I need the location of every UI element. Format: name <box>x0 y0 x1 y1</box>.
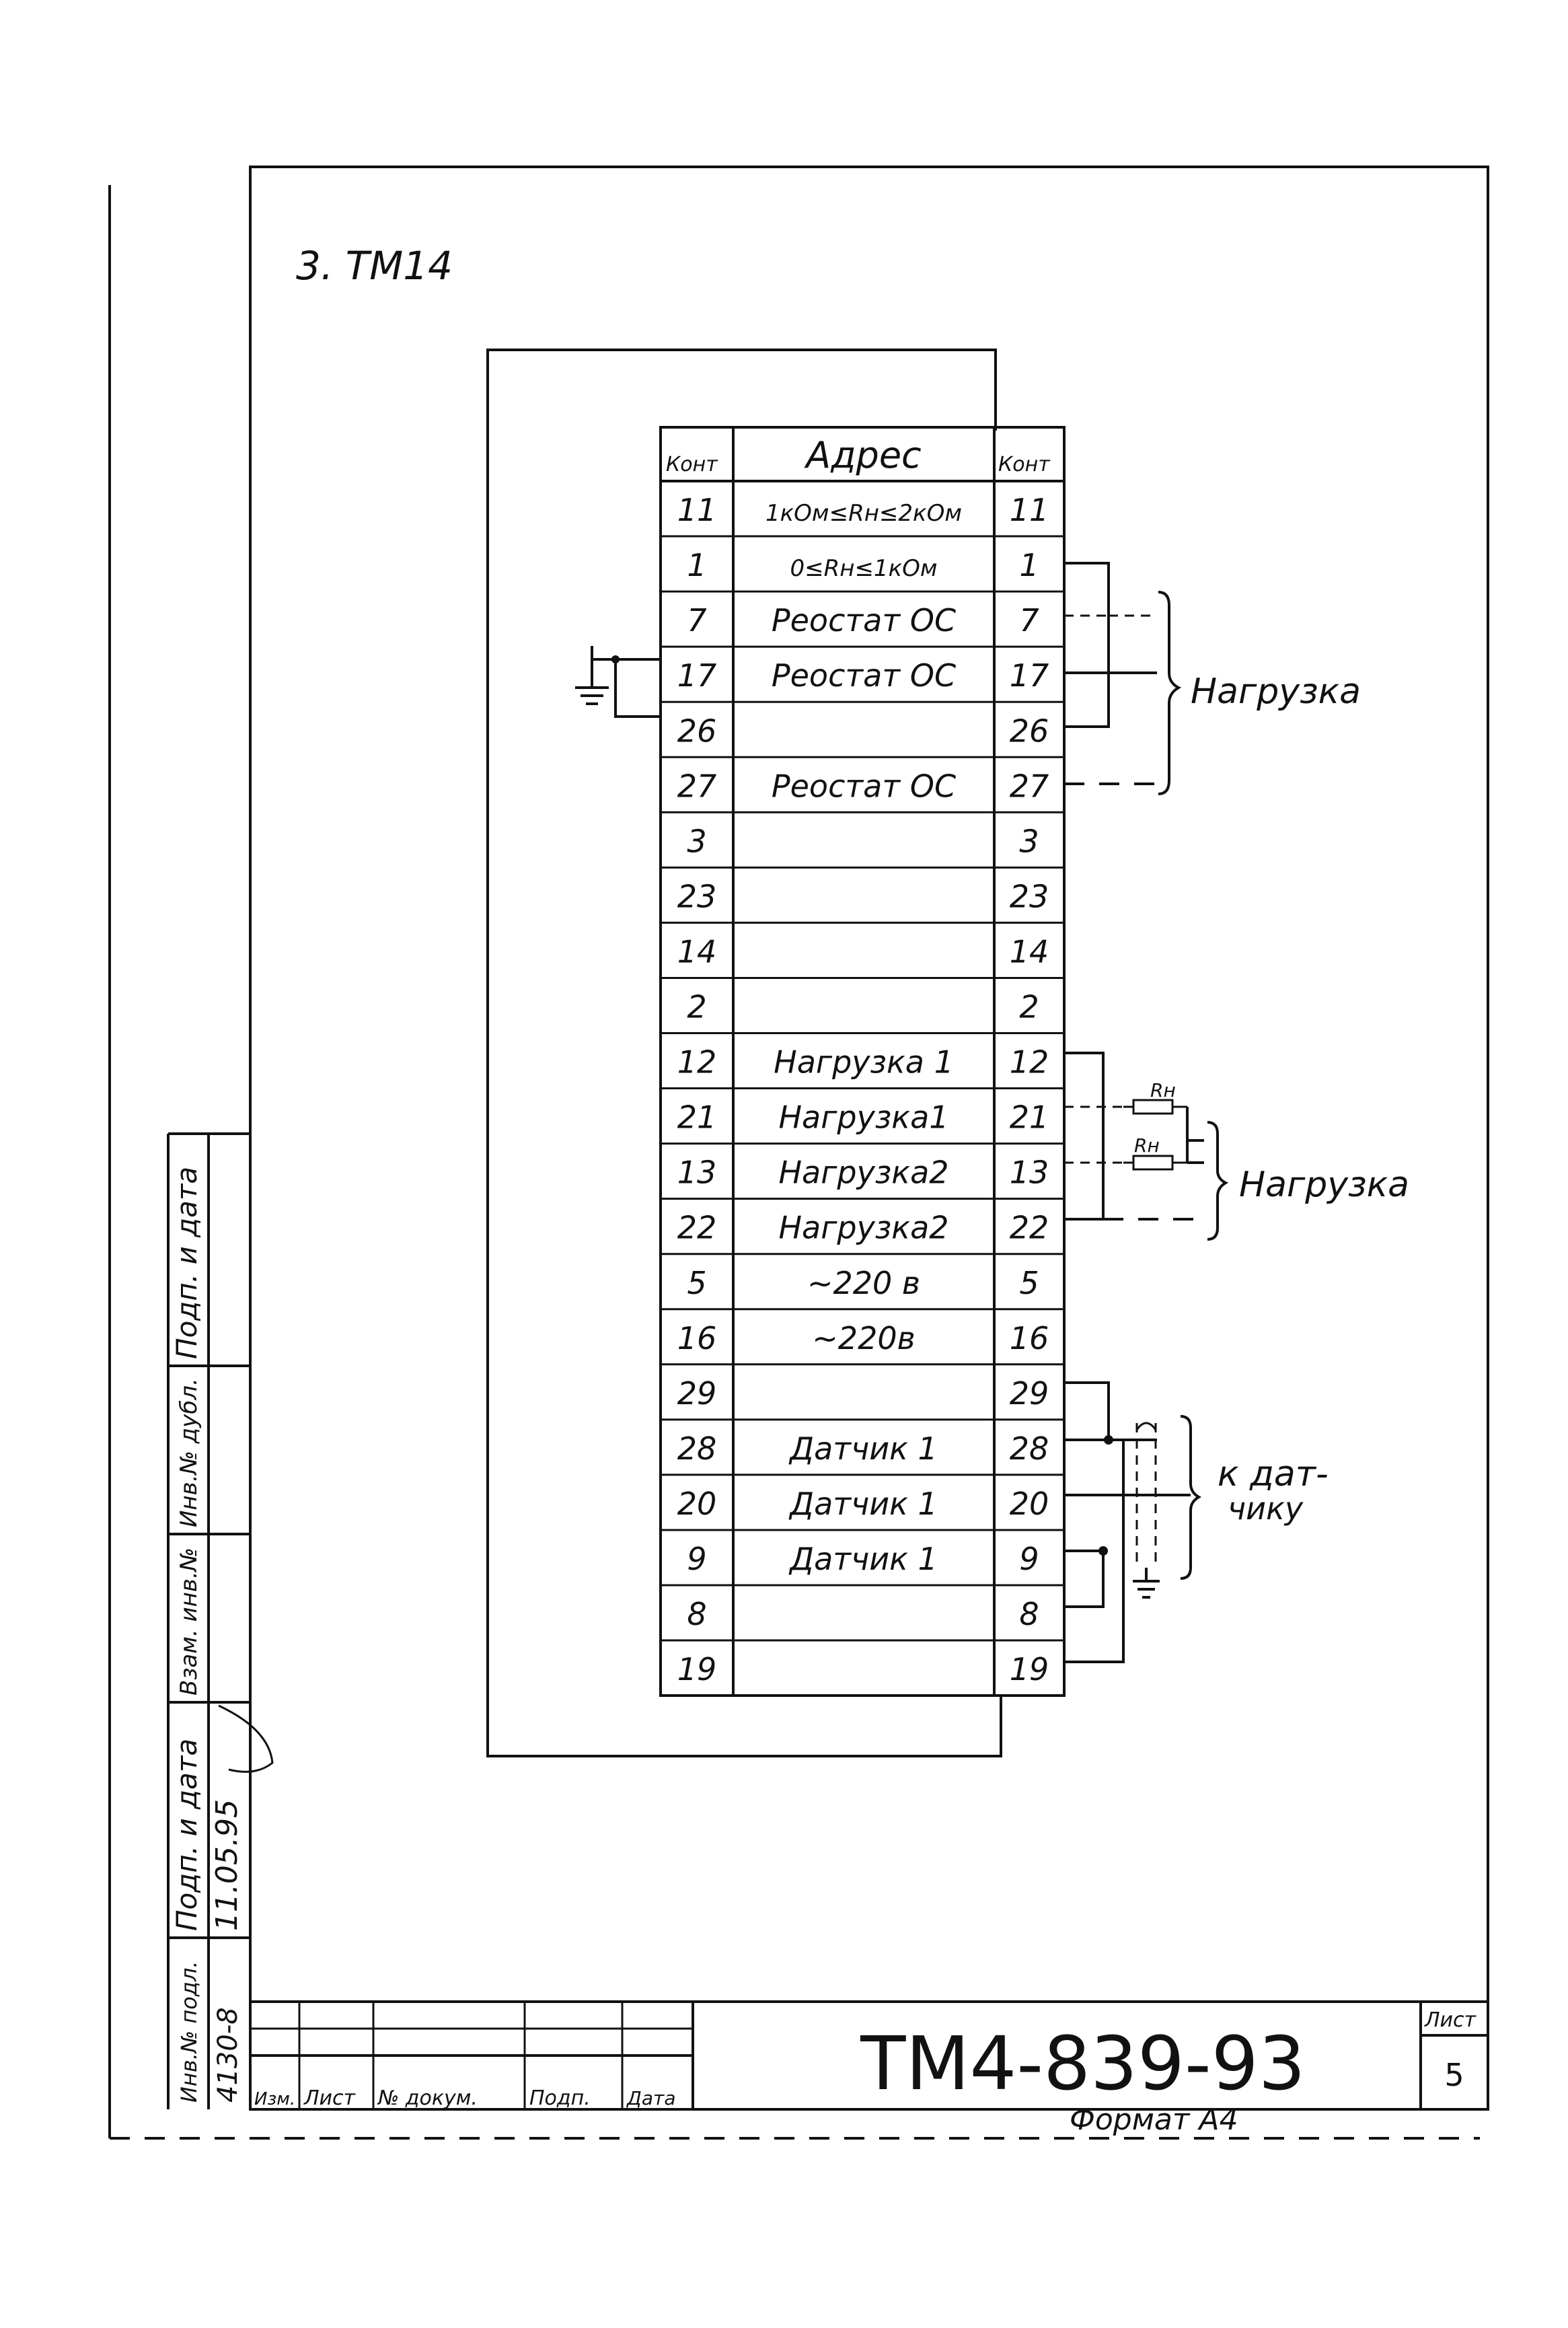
contact-right-cell: 28 <box>1010 1430 1049 1467</box>
contact-right-cell: 13 <box>1010 1155 1049 1191</box>
load-label-lower: Нагрузка <box>1239 1165 1409 1205</box>
contact-right-cell: 2 <box>1019 989 1039 1025</box>
contact-left-cell: 11 <box>677 492 717 528</box>
stamp-orig-inv: Инв.№ подл. <box>176 1961 202 2103</box>
contact-left-cell: 29 <box>677 1375 717 1412</box>
contact-left-cell: 9 <box>687 1541 706 1577</box>
contact-left-cell: 1 <box>687 547 706 583</box>
address-cell: Нагрузка 1 <box>774 1044 954 1081</box>
sensor-wiring <box>1064 1381 1201 1663</box>
rh-label-2: Rн <box>1134 1134 1160 1157</box>
contact-left-cell: 28 <box>677 1430 717 1467</box>
title-col-izm: Изм. <box>254 2089 295 2109</box>
stamp-repl-inv: Взам. инв.№ <box>176 1548 202 1696</box>
address-cell: ~220 в <box>807 1265 920 1301</box>
side-stamp: Подп. и дата Инв.№ дубл. Взам. инв.№ Под… <box>167 1132 274 2109</box>
contact-right-cell: 29 <box>1010 1375 1049 1412</box>
address-cell: Реостат ОС <box>772 657 956 694</box>
load-wiring-lower <box>1064 1052 1229 1241</box>
contact-right-cell: 21 <box>1010 1099 1049 1136</box>
contact-right-cell: 3 <box>1019 823 1039 859</box>
header-contact-left: Конт <box>666 453 718 476</box>
contact-left-cell: 20 <box>677 1486 717 1522</box>
title-col-doc: № докум. <box>377 2086 478 2110</box>
contact-right-cell: 17 <box>1010 657 1049 694</box>
document-code: ТМ4-839-93 <box>860 2021 1305 2107</box>
contact-left-cell: 27 <box>677 768 717 804</box>
stamp-dup-inv: Инв.№ дубл. <box>176 1378 202 1527</box>
section-title: 3. ТМ14 <box>296 243 453 289</box>
contact-right-cell: 11 <box>1010 492 1049 528</box>
address-cell: Датчик 1 <box>788 1430 938 1467</box>
device-outline <box>486 349 1002 1757</box>
table-border <box>659 426 1066 1697</box>
contact-left-cell: 22 <box>677 1210 717 1246</box>
ground-left <box>575 646 661 718</box>
sensor-label-line2: чику <box>1228 1490 1304 1527</box>
contact-left-cell: 21 <box>677 1099 717 1136</box>
address-cell: Реостат ОС <box>772 768 956 804</box>
load-wiring-upper <box>1064 562 1182 795</box>
contact-right-cell: 27 <box>1010 768 1049 804</box>
contact-left-cell: 13 <box>677 1155 717 1191</box>
contact-left-cell: 19 <box>677 1651 717 1687</box>
title-col-list: Лист <box>303 2086 357 2110</box>
sheet-number: 5 <box>1444 2057 1464 2093</box>
contact-right-cell: 14 <box>1010 933 1049 970</box>
contact-right-cell: 16 <box>1010 1320 1049 1356</box>
header-address: Адрес <box>804 434 921 476</box>
address-cell: Нагрузка2 <box>778 1155 948 1191</box>
address-cell: ~220в <box>812 1320 915 1356</box>
load-label-upper: Нагрузка <box>1191 671 1361 712</box>
contact-left-cell: 14 <box>677 933 717 970</box>
header-contact-right: Конт <box>998 453 1051 476</box>
contact-right-cell: 12 <box>1010 1044 1049 1081</box>
resistor-2 <box>1132 1155 1174 1171</box>
contact-right-cell: 23 <box>1010 878 1049 914</box>
address-cell: Нагрузка1 <box>778 1099 948 1136</box>
contact-left-cell: 3 <box>687 823 706 859</box>
stamp-handwritten-inv: 4130-8 <box>213 2007 244 2103</box>
contact-left-cell: 17 <box>677 657 717 694</box>
contact-left-cell: 16 <box>677 1320 717 1356</box>
rh-label-1: Rн <box>1150 1079 1176 1101</box>
address-cell: Датчик 1 <box>788 1541 938 1577</box>
address-cell: Датчик 1 <box>788 1486 938 1522</box>
contact-left-cell: 2 <box>687 989 706 1025</box>
address-cell: Реостат ОС <box>772 602 956 639</box>
sheet-label: Лист <box>1424 2008 1477 2032</box>
drawing-frame <box>249 166 1489 2111</box>
sensor-label-line1: к дат- <box>1218 1454 1329 1494</box>
contact-right-cell: 7 <box>1019 602 1039 639</box>
address-cell: 0≤Rн≤1кОм <box>790 555 937 582</box>
contact-right-cell: 26 <box>1010 713 1049 749</box>
contact-right-cell: 20 <box>1010 1486 1049 1522</box>
stamp-handwritten-date: 11.05.95 <box>210 1799 244 1931</box>
format-note: Формат А4 <box>1070 2103 1238 2137</box>
title-block: Изм. Лист № докум. Подп. Дата ТМ4-839-93… <box>250 2000 1488 2110</box>
contact-right-cell: 5 <box>1019 1265 1039 1301</box>
contact-right-cell: 22 <box>1010 1210 1049 1246</box>
contact-right-cell: 1 <box>1019 547 1039 583</box>
stamp-sign-date-1: Подп. и дата <box>170 1167 203 1359</box>
address-cell: 1кОм≤Rн≤2кОм <box>766 500 962 527</box>
resistor-1 <box>1132 1099 1174 1115</box>
stamp-sign-date-2: Подп. и дата <box>170 1739 203 1931</box>
contact-right-cell: 19 <box>1010 1651 1049 1687</box>
contact-left-cell: 8 <box>687 1596 706 1632</box>
title-col-data: Дата <box>626 2087 676 2109</box>
title-col-podp: Подп. <box>529 2086 591 2110</box>
contact-left-cell: 5 <box>687 1265 706 1301</box>
contact-left-cell: 26 <box>677 713 717 749</box>
contact-left-cell: 12 <box>677 1044 717 1081</box>
contact-right-cell: 9 <box>1019 1541 1039 1577</box>
address-cell: Нагрузка2 <box>778 1210 948 1246</box>
contact-left-cell: 23 <box>677 878 717 914</box>
stamp-signature <box>218 1704 274 1773</box>
contact-left-cell: 7 <box>687 602 706 639</box>
contact-right-cell: 8 <box>1019 1596 1039 1632</box>
